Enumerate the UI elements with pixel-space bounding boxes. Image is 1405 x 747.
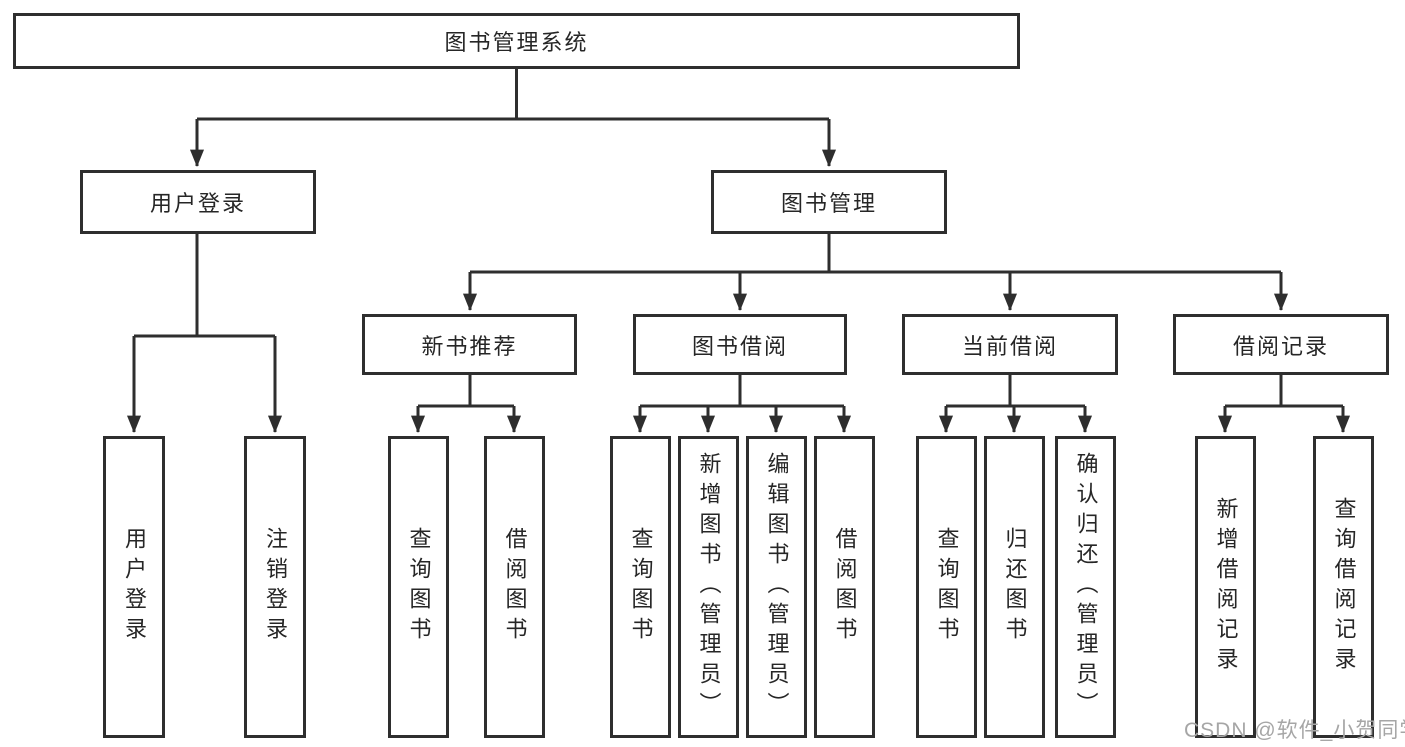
leaf-add-borrow-record: 新增借阅记录 (1195, 436, 1256, 738)
leaf-return-books: 归还图书 (984, 436, 1045, 738)
leaf-user-login-label: 用户登录 (122, 527, 147, 647)
leaf-user-login: 用户登录 (103, 436, 165, 738)
leaf-query-books-recommend-label: 查询图书 (406, 527, 432, 647)
node-book-management: 图书管理 (711, 170, 947, 234)
leaf-query-books-current: 查询图书 (916, 436, 977, 738)
leaf-borrow-books: 借阅图书 (814, 436, 875, 738)
leaf-logout: 注销登录 (244, 436, 306, 738)
leaf-borrow-books-recommend-label: 借阅图书 (502, 527, 528, 647)
leaf-query-books-recommend: 查询图书 (388, 436, 449, 738)
node-new-book-recommend: 新书推荐 (362, 314, 577, 375)
node-borrow-records: 借阅记录 (1173, 314, 1389, 375)
leaf-add-borrow-record-label: 新增借阅记录 (1213, 497, 1239, 677)
leaf-edit-books-admin: 编辑图书（管理员） (746, 436, 807, 738)
leaf-query-books-current-label: 查询图书 (934, 527, 960, 647)
leaf-logout-label: 注销登录 (263, 527, 288, 647)
node-current-borrow: 当前借阅 (902, 314, 1118, 375)
leaf-query-books-borrow-label: 查询图书 (628, 527, 654, 647)
leaf-query-borrow-record-label: 查询借阅记录 (1331, 497, 1357, 677)
node-user-login: 用户登录 (80, 170, 316, 234)
node-library-management-system: 图书管理系统 (13, 13, 1020, 69)
node-book-borrow: 图书借阅 (633, 314, 847, 375)
leaf-return-books-label: 归还图书 (1002, 527, 1028, 647)
leaf-query-borrow-record: 查询借阅记录 (1313, 436, 1374, 738)
leaf-confirm-return-admin: 确认归还（管理员） (1055, 436, 1116, 738)
leaf-add-books-admin: 新增图书（管理员） (678, 436, 739, 738)
leaf-query-books-borrow: 查询图书 (610, 436, 671, 738)
leaf-edit-books-admin-label: 编辑图书（管理员） (764, 452, 790, 722)
leaf-add-books-admin-label: 新增图书（管理员） (696, 452, 722, 722)
leaf-borrow-books-recommend: 借阅图书 (484, 436, 545, 738)
csdn-watermark: CSDN @软件_小贺同学 (1184, 719, 1405, 742)
leaf-confirm-return-admin-label: 确认归还（管理员） (1073, 452, 1099, 722)
leaf-borrow-books-label: 借阅图书 (832, 527, 858, 647)
